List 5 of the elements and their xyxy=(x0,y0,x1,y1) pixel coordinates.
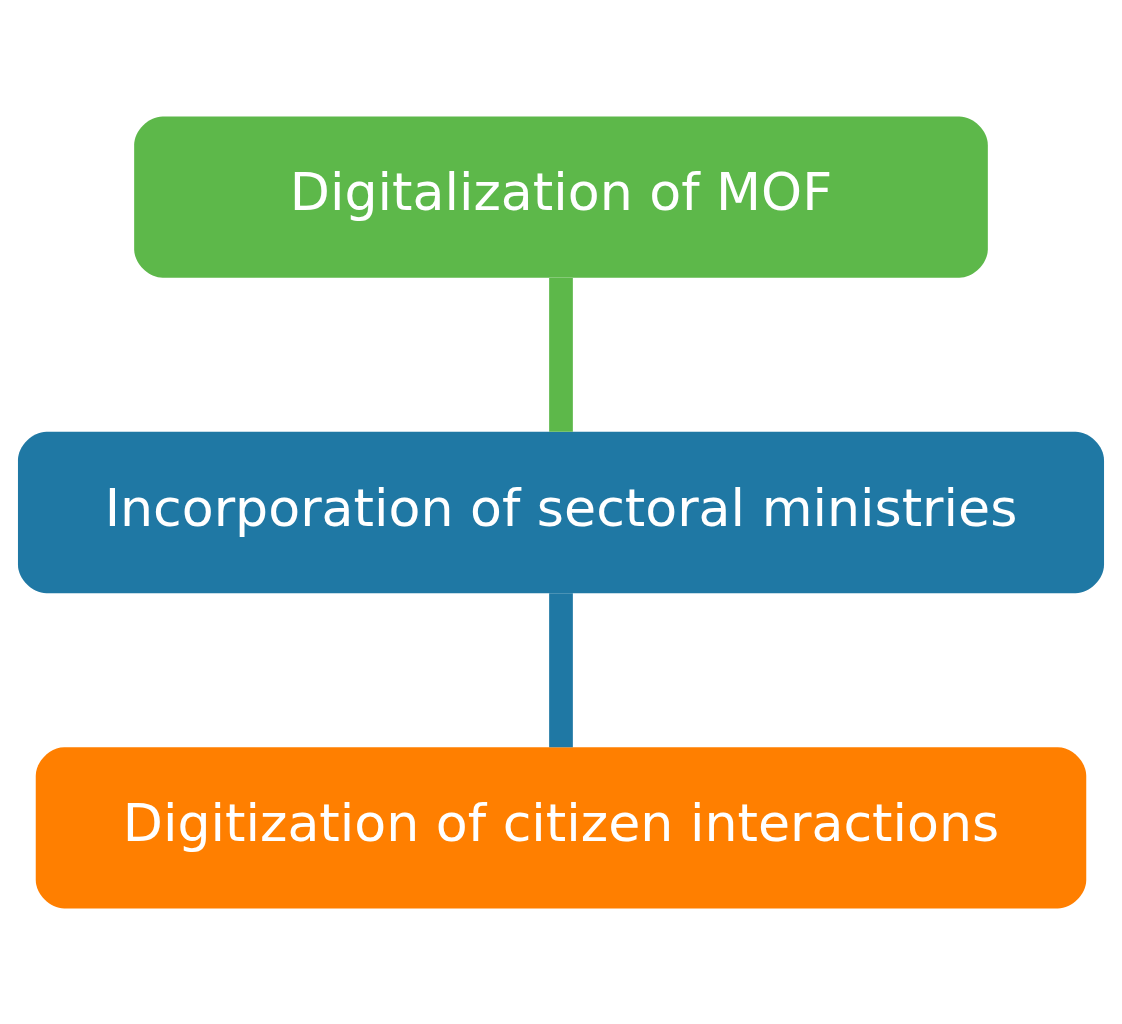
node-box: Digitization of citizen interactions xyxy=(35,746,1087,908)
connector xyxy=(549,277,573,432)
connector xyxy=(549,592,573,747)
node-box: Incorporation of sectoral ministries xyxy=(17,431,1105,593)
node-box: Digitalization of MOF xyxy=(134,116,988,278)
